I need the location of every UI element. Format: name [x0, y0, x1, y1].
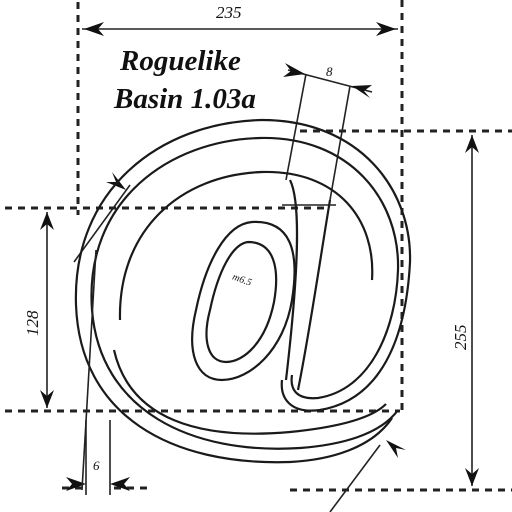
stroke-width-label: 8 — [326, 64, 333, 79]
right-dimension: 255 — [451, 135, 479, 486]
arrow-right-icon — [376, 22, 396, 36]
bottom-offset-dimension: 6 — [66, 420, 130, 495]
title-line-1: Roguelike — [119, 45, 241, 77]
inner-label: m6.5 — [231, 272, 253, 289]
slant-marks — [73, 172, 406, 512]
stroke-width-dimension: 8 — [283, 63, 373, 201]
top-width-label: 235 — [216, 3, 242, 22]
arrow-down-icon — [106, 172, 126, 190]
left-guide-line — [81, 249, 97, 491]
arrow-up-icon — [386, 440, 406, 458]
arrow-left-icon — [110, 477, 130, 491]
left-dimension: 128 — [23, 212, 54, 408]
title-line-2: Basin 1.03a — [113, 83, 256, 115]
left-height-label: 128 — [23, 310, 42, 336]
top-dimension: 235 — [76, 0, 404, 412]
right-height-label: 255 — [451, 325, 470, 351]
arrow-left-icon — [84, 22, 104, 36]
bottom-offset-label: 6 — [93, 458, 100, 473]
arrow-up-icon — [465, 135, 479, 153]
at-sign-glyph: m6.5 — [74, 118, 412, 464]
arrow-left-icon — [352, 85, 372, 98]
reference-lines — [5, 129, 512, 492]
arrow-down-icon — [465, 468, 479, 486]
arrow-right-icon — [283, 63, 305, 77]
arrow-right-icon — [66, 477, 86, 491]
arrow-up-icon — [40, 212, 54, 230]
arrow-down-icon — [40, 390, 54, 408]
